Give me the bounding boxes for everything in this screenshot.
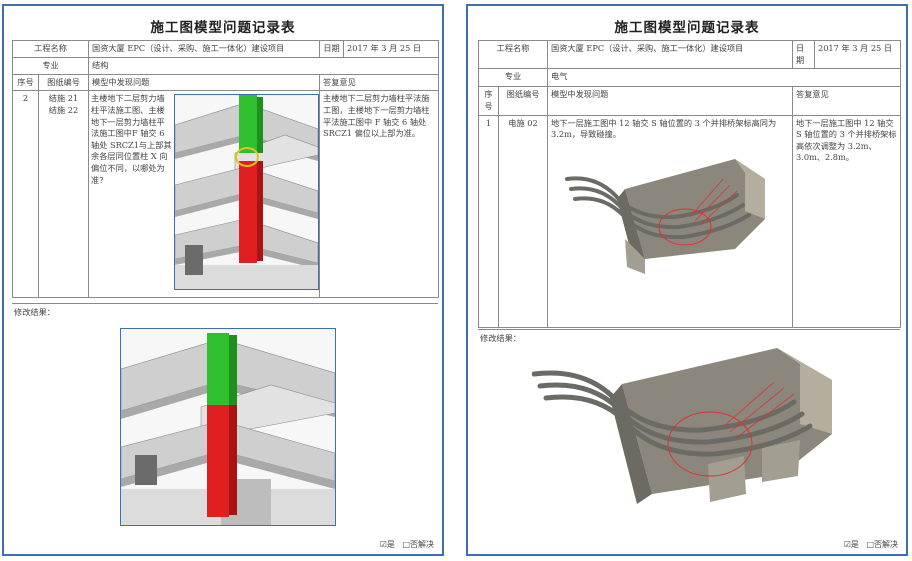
row-issue-cell: 地下一层施工图中 12 轴交 S 轴位置的 3 个并排桥架标高同为 3.2m，导… — [547, 114, 794, 328]
specialty-label: 专业 — [477, 68, 549, 88]
cable-tray-clash-image — [565, 149, 766, 274]
result-label: 修改结果： — [480, 333, 521, 343]
project-name-value: 国资大厦 EPC（设计、采购、施工一体化）建设项目 — [88, 40, 321, 58]
project-name-value: 国资大厦 EPC（设计、采购、施工一体化）建设项目 — [547, 39, 794, 70]
structural-issue-sheet: 施工图模型问题记录表 工程名称 国资大厦 EPC（设计、采购、施工一体化）建设项… — [2, 4, 444, 556]
sheet-title: 施工图模型问题记录表 — [150, 20, 296, 36]
electrical-issue-sheet: 施工图模型问题记录表 工程名称 国资大厦 EPC（设计、采购、施工一体化）建设项… — [466, 4, 908, 556]
header-issue: 模型中发现问题 — [547, 86, 794, 116]
bim-cable-tray-drawing — [565, 158, 766, 274]
resolved-checkboxes: ☑是 □否解决 — [839, 539, 898, 550]
bim-structure-corrected-drawing — [121, 329, 335, 525]
date-value: 2017 年 3 月 25 日 — [814, 39, 902, 70]
issue-text: 主楼地下二层剪力墙柱平法施工图、主楼地下一层剪力墙柱平法施工图中F 轴交 6 轴… — [91, 93, 172, 185]
resolved-checkboxes: ☑是 □否解决 — [375, 539, 434, 550]
resolved-yes-checkbox[interactable]: ☑是 — [843, 540, 859, 549]
bim-cable-tray-corrected-drawing — [532, 348, 832, 504]
project-name-label: 工程名称 — [11, 40, 90, 58]
row-reply: 主楼地下二层剪力墙柱平法施工图，主楼地下一层剪力墙柱平法施工图中 F 轴交 6 … — [319, 90, 440, 299]
sheet-title: 施工图模型问题记录表 — [614, 20, 760, 36]
specialty-value: 结构 — [88, 57, 440, 75]
date-label: 日 期 — [792, 39, 816, 70]
issue-record-table: 工程名称 国资大厦 EPC（设计、采购、施工一体化）建设项目 日期 2017 年… — [11, 40, 440, 299]
row-drawing-no: 结施 21 结施 22 — [37, 90, 90, 299]
header-reply: 答复意见 — [319, 73, 440, 92]
resolved-no-checkbox[interactable]: □否解决 — [402, 540, 434, 549]
date-label: 日期 — [319, 40, 345, 58]
header-issue: 模型中发现问题 — [88, 73, 321, 92]
resolved-yes-checkbox[interactable]: ☑是 — [379, 540, 395, 549]
corrected-cable-tray-image — [532, 344, 852, 506]
header-drawing-no: 图纸编号 — [497, 86, 549, 116]
result-label: 修改结果： — [14, 307, 55, 317]
header-drawing-no: 图纸编号 — [37, 73, 90, 92]
specialty-value: 电气 — [547, 68, 902, 88]
date-value: 2017 年 3 月 25 日 — [343, 40, 440, 58]
column-offset-model-image — [174, 94, 319, 291]
specialty-label: 专业 — [11, 57, 90, 75]
corrected-column-model-image — [120, 328, 336, 526]
bim-structure-drawing — [175, 95, 319, 290]
header-no: 序号 — [12, 73, 39, 92]
row-no: 1 — [478, 114, 499, 328]
row-no: 2 — [12, 90, 39, 299]
header-reply: 答复意见 — [792, 86, 902, 116]
header-no: 序 号 — [478, 86, 499, 116]
project-name-label: 工程名称 — [477, 39, 549, 70]
row-issue-cell: 主楼地下二层剪力墙柱平法施工图、主楼地下一层剪力墙柱平法施工图中F 轴交 6 轴… — [88, 90, 321, 299]
row-reply: 地下一层施工图中 12 轴交 S 轴位置的 3 个并排桥架标高依次调整为 3.2… — [792, 114, 902, 328]
issue-record-table: 工程名称 国资大厦 EPC（设计、采购、施工一体化）建设项目 日 期 2017 … — [477, 39, 902, 328]
row-drawing-no: 电施 02 — [497, 114, 549, 328]
resolved-no-checkbox[interactable]: □否解决 — [866, 540, 898, 549]
issue-text: 地下一层施工图中 12 轴交 S 轴位置的 3 个并排桥架标高同为 3.2m，导… — [551, 117, 777, 140]
